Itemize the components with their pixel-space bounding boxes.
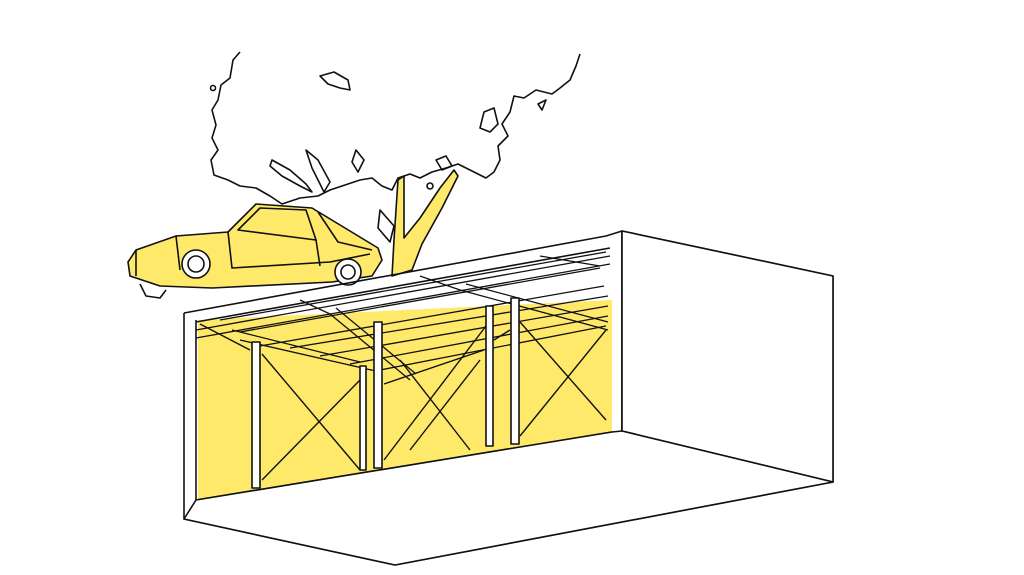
car-illustration [127,203,383,299]
tree-illustration [209,51,581,277]
underground-structure-illustration [183,230,834,566]
